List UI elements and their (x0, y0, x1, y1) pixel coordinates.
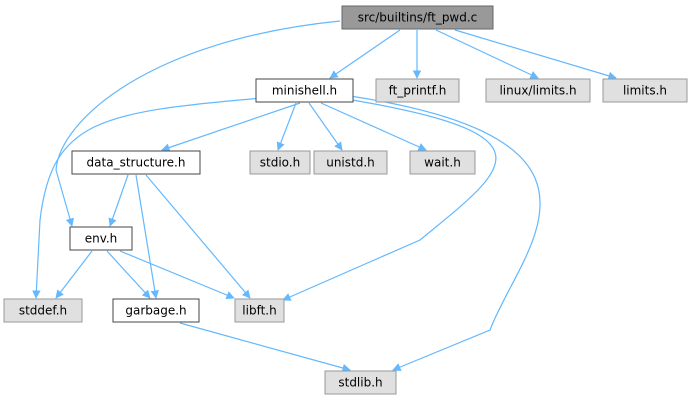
node-box (112, 298, 200, 323)
edge-data-structure-h-to-garbage-h (135, 174, 159, 299)
edge-minishell-h-to-stdio-h (276, 102, 297, 151)
edge-line (282, 99, 497, 301)
edge-line (161, 102, 301, 152)
edge-ft-pwd-c-to-minishell-h (329, 29, 401, 79)
node-box (255, 78, 354, 103)
edge-line (435, 29, 539, 79)
node-linux-limits-h: linux/limits.h (485, 78, 591, 103)
edge-line (135, 174, 159, 299)
edge-line (55, 250, 93, 299)
edge-ft-pwd-c-to-limits-h (454, 29, 617, 80)
node-box (69, 226, 133, 251)
node-stddef-h: stddef.h (3, 298, 83, 323)
node-label: unistd.h (326, 156, 375, 170)
edge-line (454, 29, 617, 80)
node-label: wait.h (424, 156, 461, 170)
node-stdlib-h: stdlib.h (324, 370, 397, 395)
edge-env-h-to-libft-h (119, 250, 235, 300)
node-libft-h: libft.h (234, 298, 285, 323)
edge-data-structure-h-to-env-h (108, 174, 129, 227)
edge-line (276, 102, 297, 151)
edge-minishell-h-to-data-structure-h (161, 102, 301, 152)
edge-minishell-h-to-stdlib-h (349, 95, 541, 372)
node-label: linux/limits.h (499, 84, 576, 98)
node-box (234, 298, 285, 323)
edge-garbage-h-to-stdlib-h (179, 322, 351, 373)
edge-line (145, 174, 251, 299)
node-box (602, 78, 688, 103)
node-env-h[interactable]: env.h (69, 226, 133, 251)
edge-env-h-to-stddef-h (55, 250, 93, 299)
edge-line (106, 250, 151, 299)
node-wait-h: wait.h (409, 150, 476, 175)
node-label: stddef.h (19, 304, 67, 318)
node-box (341, 5, 494, 30)
edges-layer (32, 20, 617, 373)
node-box (485, 78, 591, 103)
node-limits-h: limits.h (602, 78, 688, 103)
edge-line (119, 250, 235, 300)
edge-minishell-h-to-stddef-h (32, 97, 263, 299)
node-box (409, 150, 476, 175)
node-label: stdlib.h (338, 376, 382, 390)
node-label: data_structure.h (87, 156, 186, 170)
edge-line (329, 29, 401, 79)
edge-line (32, 97, 263, 299)
node-box (324, 370, 397, 395)
edge-ft-pwd-c-to-linux-limits-h (435, 29, 539, 79)
node-label: ft_printf.h (389, 84, 447, 98)
edge-line (320, 102, 427, 151)
edge-line (349, 95, 541, 372)
node-data-structure-h[interactable]: data_structure.h (71, 150, 201, 175)
node-label: minishell.h (272, 84, 337, 98)
node-box (313, 150, 388, 175)
node-ft-printf-h: ft_printf.h (375, 78, 460, 103)
edge-line (55, 20, 341, 227)
edge-line (179, 322, 351, 373)
node-label: src/builtins/ft_pwd.c (358, 11, 478, 25)
node-label: libft.h (242, 304, 276, 318)
node-label: garbage.h (125, 304, 186, 318)
edge-minishell-h-to-unistd-h (308, 102, 343, 151)
node-unistd-h: unistd.h (313, 150, 388, 175)
edge-minishell-h-to-wait-h (320, 102, 427, 151)
edge-minishell-h-to-libft-h (282, 99, 497, 301)
edge-line (308, 102, 343, 151)
node-label: env.h (85, 232, 118, 246)
nodes-layer: src/builtins/ft_pwd.c minishell.h ft_print… (3, 5, 688, 395)
node-label: stdio.h (260, 156, 300, 170)
node-ft-pwd-c: src/builtins/ft_pwd.c (341, 5, 494, 30)
node-garbage-h[interactable]: garbage.h (112, 298, 200, 323)
node-box (71, 150, 201, 175)
node-box (249, 150, 311, 175)
edge-env-h-to-garbage-h (106, 250, 151, 299)
edge-ft-pwd-c-to-env-h (55, 20, 341, 227)
node-minishell-h[interactable]: minishell.h (255, 78, 354, 103)
node-box (3, 298, 83, 323)
edge-line (108, 174, 129, 227)
edge-data-structure-h-to-libft-h (145, 174, 251, 299)
node-box (375, 78, 460, 103)
node-stdio-h: stdio.h (249, 150, 311, 175)
node-label: limits.h (623, 84, 667, 98)
